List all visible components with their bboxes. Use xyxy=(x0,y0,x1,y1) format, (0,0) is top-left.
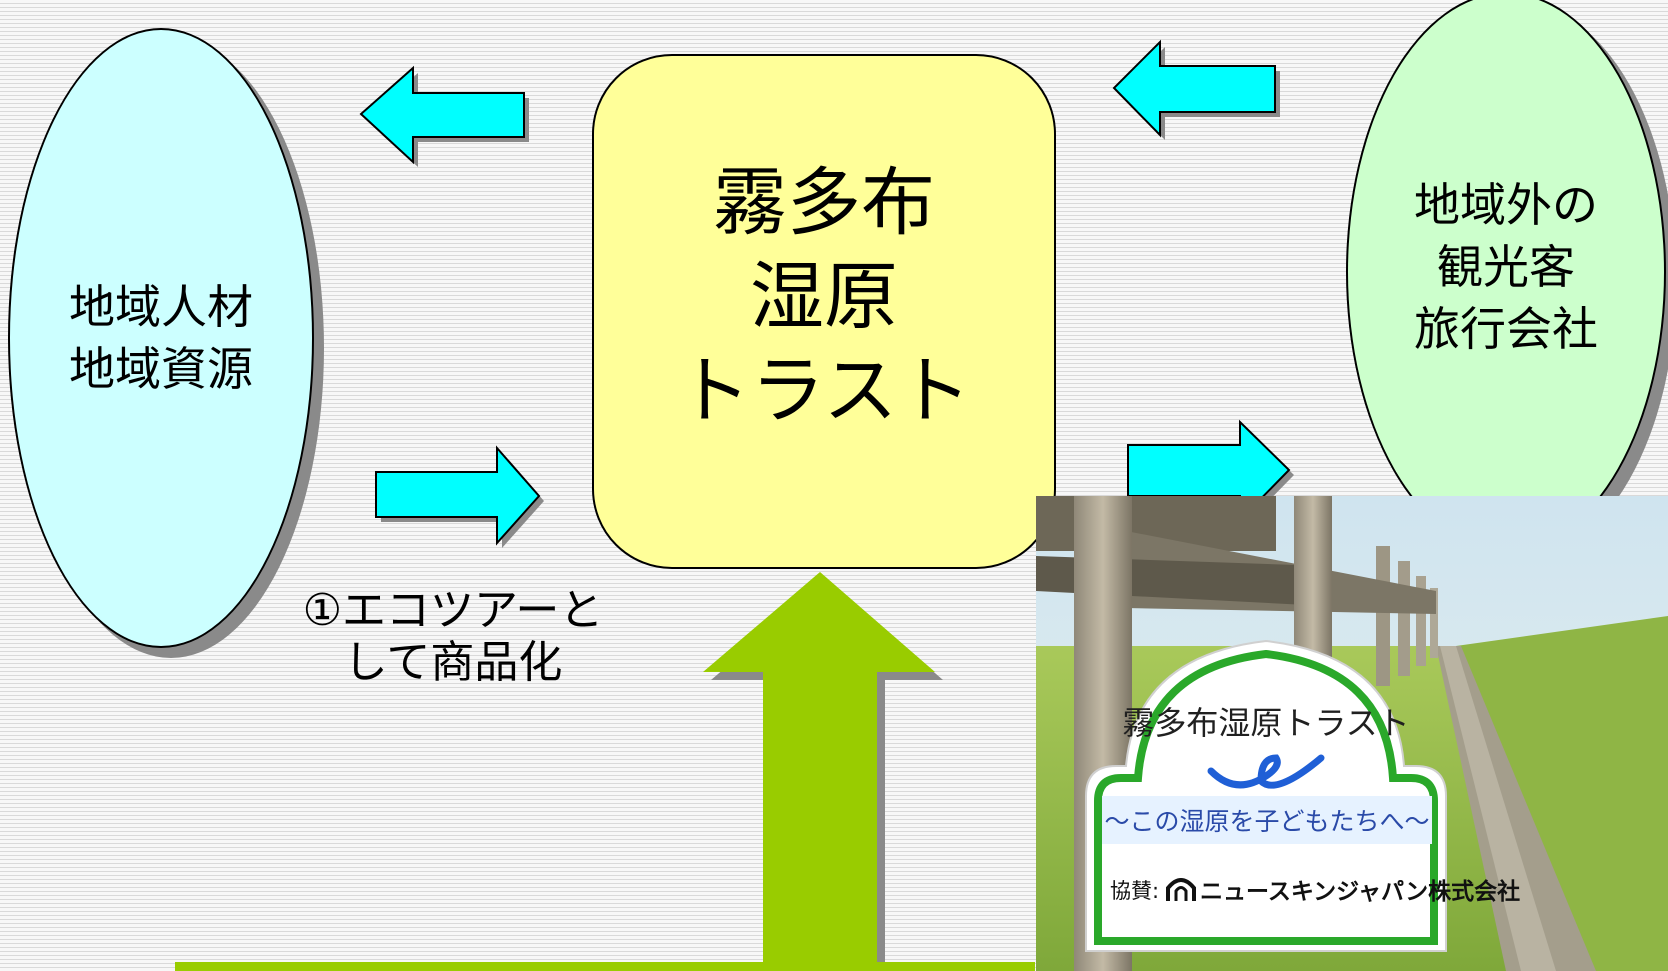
sign-sponsor: ニュースキンジャパン株式会社 xyxy=(1200,878,1520,905)
trust-node: 霧多布 湿原 トラスト xyxy=(592,54,1056,569)
sign-sponsor-prefix: 協賛: xyxy=(1110,879,1159,903)
ecotour-label: ①エコツアーと して商品化 xyxy=(302,585,604,688)
left-arrow-icon xyxy=(359,65,529,167)
signboard: 霧多布湿原トラスト ～この湿原を子どもたちへ～ 協賛: ニュースキンジャパン株式… xyxy=(1085,639,1520,952)
sign-slogan: ～この湿原を子どもたちへ～ xyxy=(1104,807,1429,836)
right-arrow-icon xyxy=(375,445,544,548)
green-baseline xyxy=(175,962,1035,971)
sponsor-logo-icon xyxy=(1166,878,1196,901)
signboard-photo: 霧多布湿原トラスト ～この湿原を子どもたちへ～ 協賛: ニュースキンジャパン株式… xyxy=(1036,496,1668,971)
visitors-node: 地域外の 観光客 旅行会社 xyxy=(1346,0,1666,552)
up-arrow-icon xyxy=(175,572,1035,971)
left-arrow-icon xyxy=(1112,39,1280,140)
sign-title: 霧多布湿原トラスト xyxy=(1122,704,1409,742)
local-resources-node: 地域人材 地域資源 xyxy=(8,28,314,648)
